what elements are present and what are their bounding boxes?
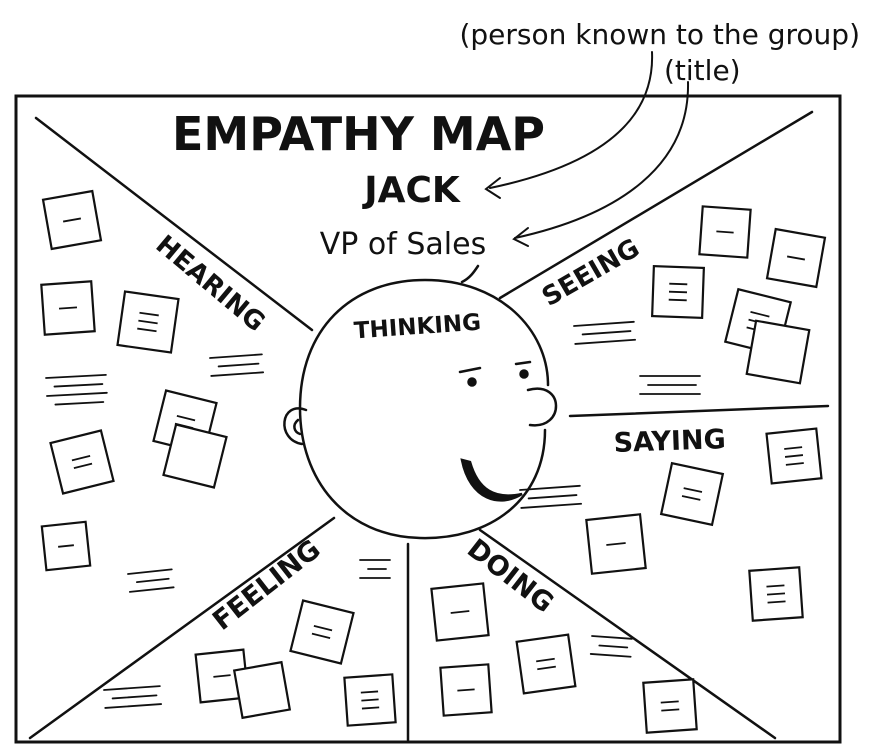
map-frame: [14, 94, 842, 744]
sticky-note: [642, 678, 698, 734]
scribble-text-lines: [209, 353, 265, 377]
ear-icon: [283, 407, 308, 446]
arrow-to-name: [489, 51, 654, 189]
nose-icon: [526, 387, 558, 427]
scribble-text-lines: [45, 373, 108, 406]
section-label-thinking: THINKING: [353, 310, 482, 345]
section-label-seeing: SEEING: [537, 233, 645, 312]
brow-left: [458, 366, 482, 374]
sticky-note: [289, 599, 355, 665]
divider-lines: [28, 110, 830, 742]
person-role: VP of Sales: [320, 227, 486, 262]
eye-right-icon: [519, 369, 529, 379]
ear-inner: [293, 418, 302, 436]
sticky-note: [651, 265, 705, 319]
sticky-note: [439, 663, 493, 717]
sticky-note: [765, 227, 827, 289]
sticky-note: [40, 280, 96, 336]
map-title: EMPATHY MAP: [172, 107, 545, 161]
scribble-lines: [45, 320, 701, 709]
annotation-title-note: (title): [664, 54, 741, 87]
scribble-text-lines: [127, 568, 175, 593]
divider-bottom-right: [478, 528, 777, 740]
sticky-note: [40, 520, 92, 572]
hair-tuft: [460, 264, 480, 284]
person-name: JACK: [361, 170, 461, 211]
sticky-note: [49, 429, 115, 495]
arrow-to-role-head: [512, 227, 529, 247]
sticky-notes: [40, 189, 827, 734]
sticky-note: [748, 566, 804, 622]
sticky-note: [659, 461, 725, 527]
divider-bottom-left: [28, 516, 336, 740]
divider-right: [568, 404, 830, 418]
annotation-person-note: (person known to the group): [459, 18, 860, 51]
sticky-note: [765, 427, 823, 485]
annotation-arrows: [484, 51, 690, 247]
sticky-note: [343, 673, 397, 727]
sticky-note: [698, 205, 752, 259]
scribble-text-lines: [589, 635, 633, 658]
brow-right: [514, 360, 532, 366]
divider-top-left: [34, 116, 314, 332]
divider-top-right: [498, 110, 814, 300]
sticky-note: [232, 660, 292, 720]
eye-left-icon: [467, 377, 477, 387]
sticky-note: [585, 513, 647, 575]
arrow-to-role: [514, 81, 690, 239]
scribble-text-lines: [519, 484, 583, 509]
sticky-note: [430, 582, 490, 642]
scribble-text-lines: [359, 559, 391, 579]
sticky-note: [41, 189, 103, 251]
sticky-note: [162, 423, 228, 489]
scribble-text-lines: [639, 375, 701, 395]
arrow-to-name-head: [484, 177, 501, 199]
sticky-note: [515, 633, 577, 695]
section-label-saying: SAYING: [613, 424, 726, 459]
sticky-note: [745, 319, 811, 385]
scribble-text-lines: [103, 685, 163, 709]
sticky-note: [116, 290, 180, 354]
scribble-text-lines: [573, 320, 637, 345]
head-icon: [283, 264, 558, 540]
mouth-icon: [460, 458, 523, 502]
